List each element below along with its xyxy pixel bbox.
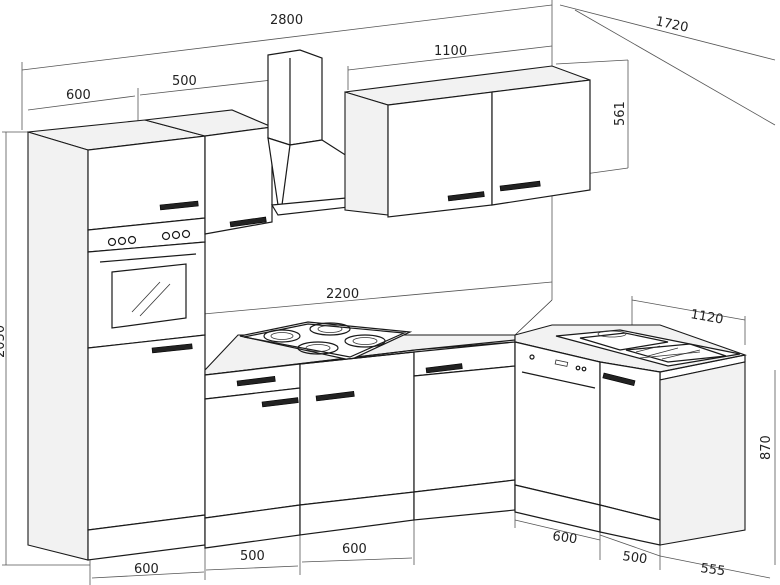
base-cabinet-500 <box>204 363 301 549</box>
dim-left-height: 2050 <box>0 325 8 358</box>
wall-corner-line <box>514 299 553 336</box>
dim-side-base: 555 <box>699 561 726 579</box>
dim-dishwasher: 600 <box>551 529 578 547</box>
dim-tall-base: 600 <box>134 562 159 577</box>
wall-cabinet-500 <box>144 109 275 235</box>
sink-base-cabinet <box>599 361 661 546</box>
dim-right-height: 870 <box>759 435 774 460</box>
base-cabinet-corner <box>413 341 516 521</box>
dishwasher <box>514 341 601 533</box>
dim-base-600: 600 <box>342 542 367 557</box>
dim-wall-small: 500 <box>172 74 197 89</box>
sink <box>555 329 741 367</box>
ceramic-hob <box>239 321 413 361</box>
side-cabinet-end <box>659 361 746 546</box>
dimension-labels: 2800 1720 600 500 1100 561 2200 1120 205… <box>0 13 774 579</box>
dim-corner-run: 1120 <box>689 307 724 328</box>
dim-counter-run: 2200 <box>326 287 359 302</box>
base-cabinet-600 <box>299 351 415 536</box>
dim-side-depth: 1720 <box>654 14 689 36</box>
dim-sink-base: 500 <box>621 549 648 567</box>
wall-cabinet-1100 <box>344 65 591 218</box>
tall-cabinet <box>27 119 206 561</box>
dim-total-width: 2800 <box>270 13 303 28</box>
dim-base-500: 500 <box>240 549 265 564</box>
dim-wall-run: 1100 <box>434 44 467 59</box>
dim-wall-height: 561 <box>613 101 628 126</box>
dim-tall-width: 600 <box>66 88 91 103</box>
extractor-hood <box>267 49 411 216</box>
